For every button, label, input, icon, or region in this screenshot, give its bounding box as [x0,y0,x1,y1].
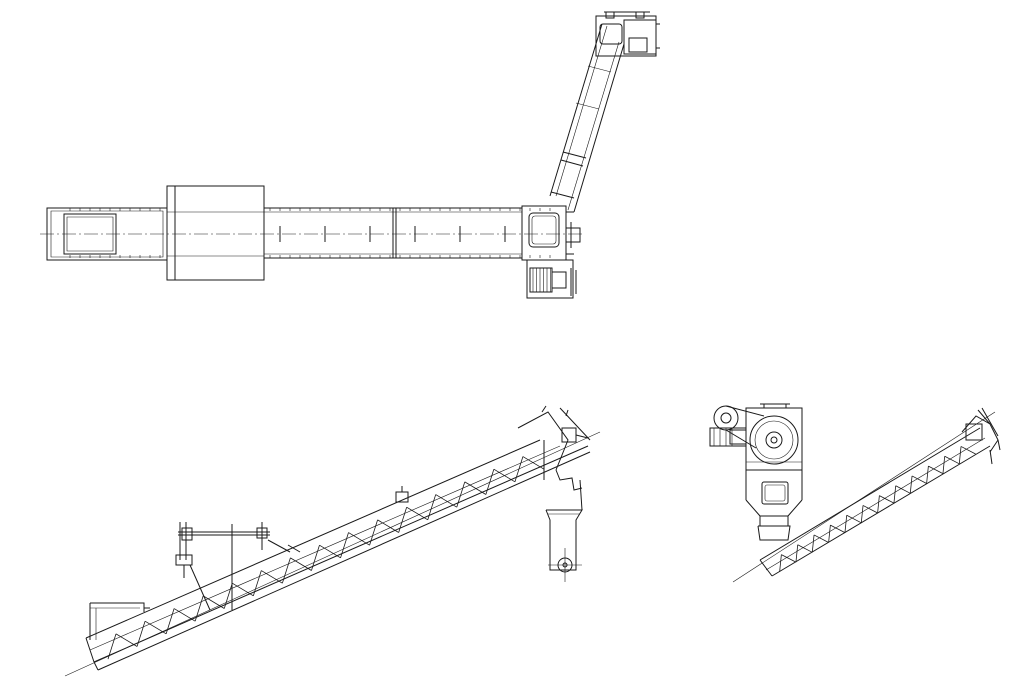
end-screw-flight [943,456,945,473]
side-screw-flight [523,457,544,470]
side-screw-flight [224,583,232,608]
end-screw-flights [780,446,976,572]
end-screw-flight [847,515,862,523]
plan-motor-fins [533,268,551,292]
side-screw-flight [290,558,311,571]
side-inlet-hopper [90,603,150,640]
end-screw-flight [796,545,798,562]
plan-main-trough [264,208,522,258]
side-screw-flight [166,609,174,634]
side-screw-flight [253,571,261,596]
end-screw-flight [812,535,814,552]
end-screw-flight [928,466,943,474]
end-screw-flight [781,555,796,563]
plan-pitch-marks [280,226,505,242]
side-screw-flight [399,507,407,532]
side-screw-flight [261,571,282,584]
side-screw-flight [195,596,203,621]
end-screw-flight [945,456,960,464]
plan-inclined-branch [550,24,624,212]
side-screw-flight [515,457,523,482]
end-screw-flight [878,496,880,513]
side-screw-flight [370,520,378,545]
side-screw-flight [311,545,319,570]
side-screw-flight [349,533,370,546]
side-screw-flight [465,482,486,495]
side-screw-flight [203,596,224,609]
side-screw-flight [494,469,515,482]
plan-top-drive-head [596,12,660,56]
side-screw-flight [282,558,290,583]
side-screw-flight [108,634,116,659]
plan-discharge-head [522,206,580,260]
top-plan-view [40,12,660,298]
side-support-stand [176,522,300,610]
side-screw-flight [407,507,428,520]
side-outlet-chute [546,510,582,582]
side-screw-flight [457,482,465,507]
end-trough-body [760,428,990,576]
end-screw-flight [961,446,976,454]
side-screw-flight [436,495,457,508]
end-reference-line [733,412,995,582]
plan-inlet-section [47,208,550,260]
side-screw-flight [145,621,166,634]
side-screw-flight [137,621,145,646]
side-screw-flight [378,520,399,533]
side-screw-flight [428,495,436,520]
end-screw-flight [910,476,912,493]
end-screw-flight [959,446,961,463]
end-belt-drive-motor [710,406,764,448]
plan-drive-motor [527,260,576,298]
end-screw-flight [863,505,878,513]
side-discharge-head [518,406,590,510]
plan-bolt-row-top [70,208,550,258]
end-screw-flight [845,515,847,532]
end-screw-flight [829,525,831,542]
end-screw-flight [927,466,929,483]
end-screw-flight [879,496,894,504]
side-screw-flight [116,634,137,647]
end-screw-flight [780,555,782,572]
plan-hopper-box [167,186,264,280]
end-screw-flight [912,476,927,484]
end-screw-flight [896,486,911,494]
side-screw-flight [486,469,494,494]
side-screw-flight [341,533,349,558]
end-screw-flight [798,545,813,553]
end-screw-flight [830,525,845,533]
end-screw-flight [894,486,896,503]
side-screw-flight [174,609,195,622]
end-screw-flight [814,535,829,543]
side-screw-flights [108,457,544,660]
side-inspection-bracket [396,486,408,502]
side-screw-flight [232,583,253,596]
end-discharge-head [962,408,1000,464]
end-screw-flight [861,505,863,522]
end-lower-housing [746,470,802,540]
side-elevation-view [65,406,600,676]
side-trough-body [86,440,590,670]
end-elevation-view [710,404,1000,582]
side-screw-flight [319,545,340,558]
